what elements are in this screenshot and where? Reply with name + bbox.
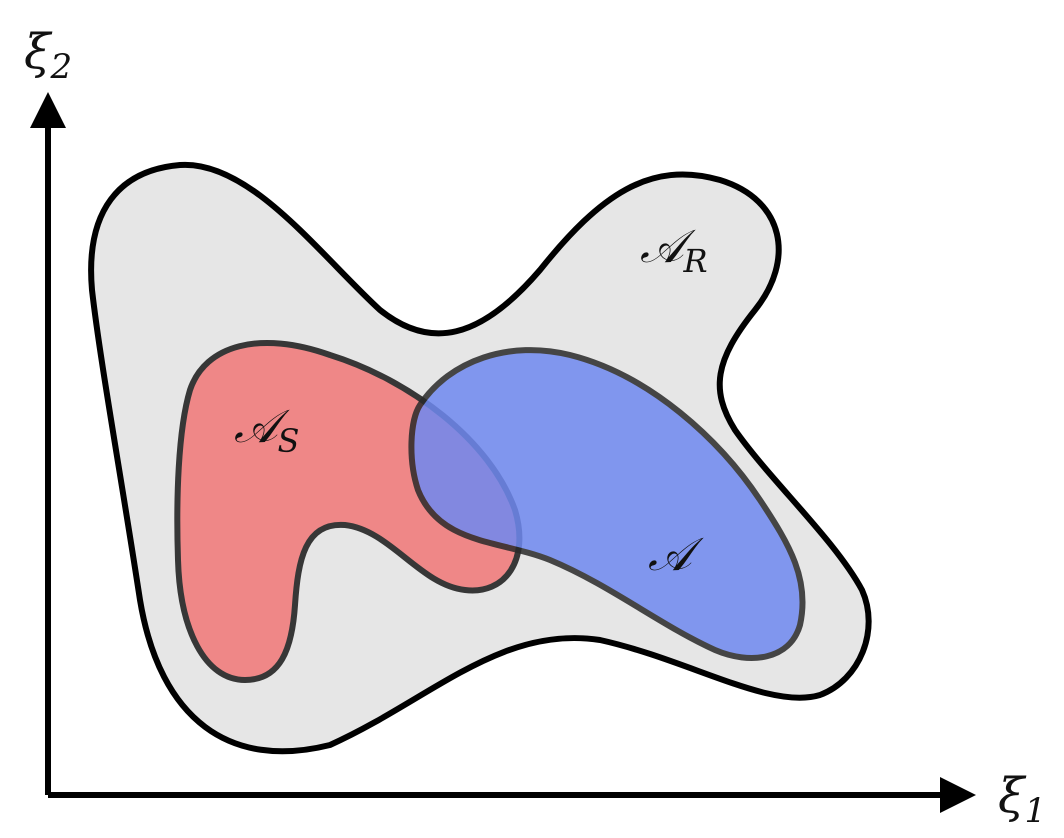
label-safe-as: 𝒜S bbox=[234, 399, 299, 460]
x-axis-subscript: 1 bbox=[1024, 791, 1046, 831]
y-axis-symbol: ξ bbox=[24, 24, 53, 80]
label-safe-subscript: S bbox=[278, 422, 300, 460]
x-axis-label: ξ1 bbox=[998, 768, 1046, 831]
x-axis-symbol: ξ bbox=[998, 768, 1027, 824]
y-axis-subscript: 2 bbox=[49, 47, 72, 87]
y-axis-label: ξ2 bbox=[24, 24, 72, 87]
label-outer-subscript: R bbox=[683, 242, 708, 280]
region-target-a bbox=[408, 347, 806, 661]
